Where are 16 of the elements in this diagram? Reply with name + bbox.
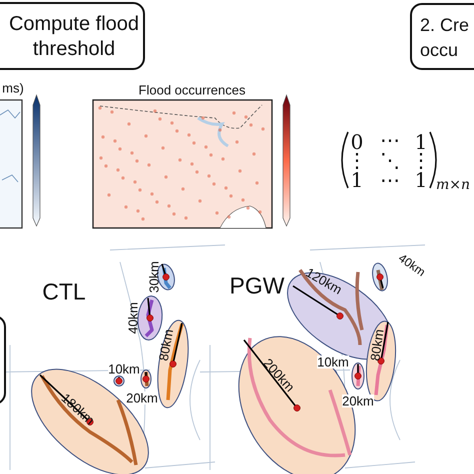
step-box xyxy=(0,2,145,70)
map-title: ms) xyxy=(2,80,24,96)
distance-label: 10km xyxy=(108,362,140,376)
distance-label: 30km xyxy=(146,261,162,293)
distance-label: 40km xyxy=(126,302,140,334)
step-title: Compute flood threshold xyxy=(8,12,140,62)
distance-label: 20km xyxy=(126,392,158,404)
matrix-subscript: m×n xyxy=(436,177,470,193)
distance-label: 80km xyxy=(156,328,176,362)
distance-label: 20km xyxy=(342,394,374,408)
map-title: Flood occurrences xyxy=(138,82,246,98)
distance-label: 80km xyxy=(367,328,387,362)
distance-label: 10km xyxy=(317,356,349,368)
panel-label: PGW xyxy=(230,272,284,300)
step-title: 2. Cre occu xyxy=(420,14,470,62)
panel-label: CTL xyxy=(42,278,86,306)
